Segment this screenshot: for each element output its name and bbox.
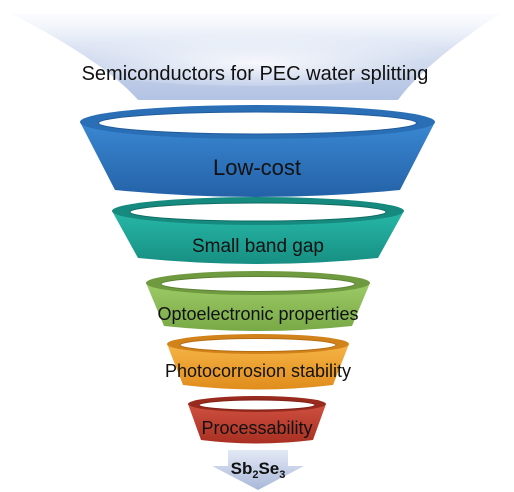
- funnel-mouth: [12, 14, 500, 100]
- funnel-stage-optoelectronic-properties: Optoelectronic properties: [146, 271, 370, 331]
- funnel-stage-photocorrosion-stability: Photocorrosion stability: [165, 334, 351, 390]
- funnel-stage-low-cost: Low-cost: [80, 105, 435, 197]
- result-material-label: Sb2Se3: [231, 459, 286, 481]
- result-element-se: Se: [258, 459, 279, 478]
- stage-label-small-band-gap: Small band gap: [192, 236, 324, 257]
- diagram-title: Semiconductors for PEC water splitting: [82, 63, 429, 85]
- stage-label-optoelectronic-properties: Optoelectronic properties: [157, 304, 358, 324]
- stage-label-low-cost: Low-cost: [213, 155, 301, 180]
- stage-label-photocorrosion-stability: Photocorrosion stability: [165, 361, 351, 381]
- funnel-stage-processability: Processability: [188, 396, 326, 444]
- stage-label-processability: Processability: [201, 418, 312, 438]
- result-element-sb: Sb: [231, 459, 253, 478]
- funnel-stage-small-band-gap: Small band gap: [112, 197, 404, 264]
- result-subscript-3: 3: [279, 469, 285, 481]
- output-arrow: [212, 450, 304, 490]
- result-subscript-2: 2: [252, 469, 258, 481]
